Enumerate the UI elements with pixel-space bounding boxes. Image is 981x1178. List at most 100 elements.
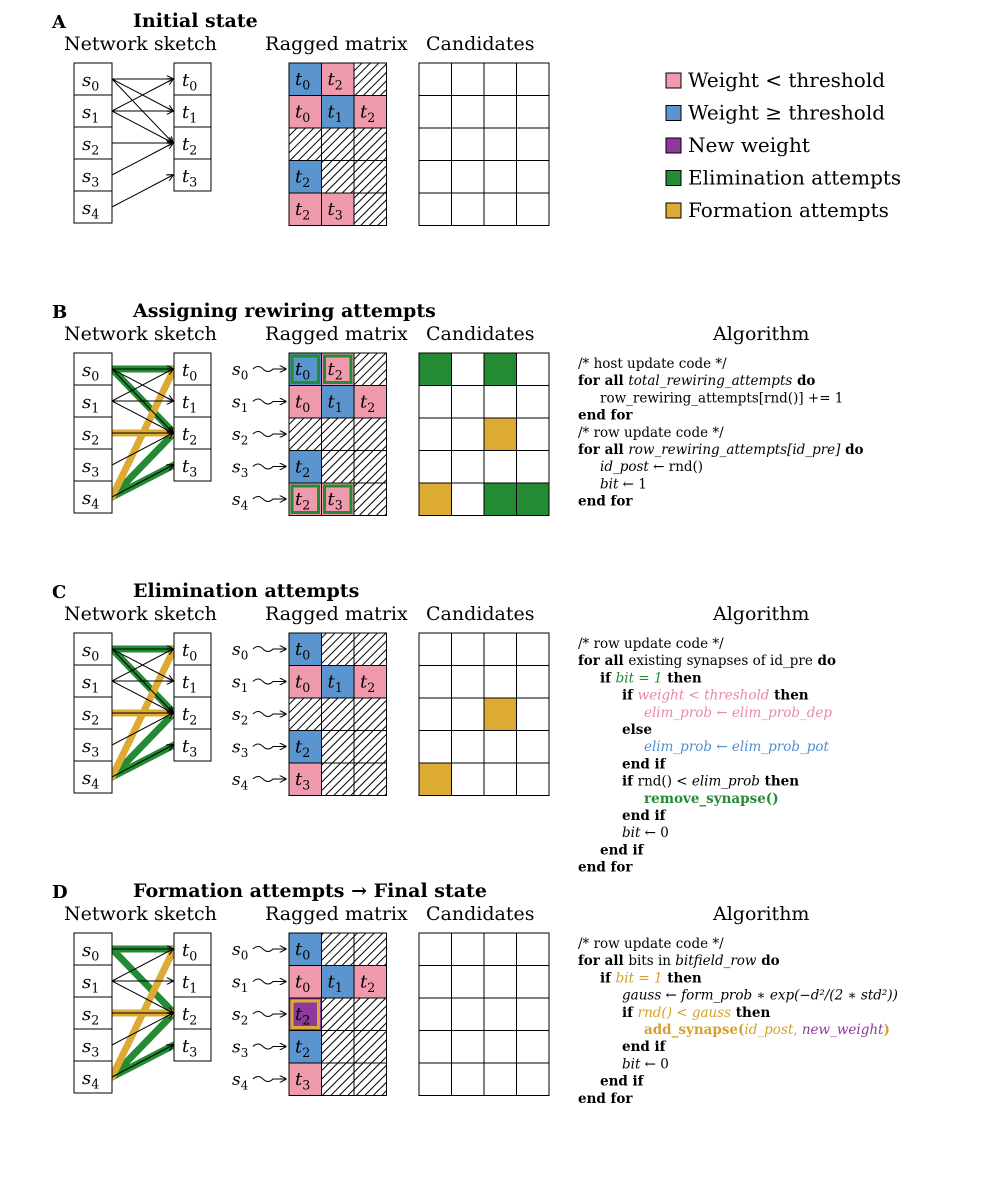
synapse-cell <box>288 932 322 966</box>
candidate-cell <box>418 965 452 999</box>
target-node-label: t0 <box>182 70 197 94</box>
row-label: s2 <box>232 1005 248 1027</box>
synapse-target-label: t2 <box>295 737 310 761</box>
row-label: s1 <box>232 973 248 995</box>
ragged-matrix-heading: Ragged matrix <box>265 903 408 925</box>
panel-title: Initial state <box>133 10 258 32</box>
legend-swatch <box>665 170 682 186</box>
candidate-cell <box>451 160 485 194</box>
candidate-cell <box>516 965 550 999</box>
algorithm-line: row_rewiring_attempts[rnd()] += 1 <box>600 390 843 406</box>
legend-swatch <box>665 202 682 219</box>
source-node <box>73 696 113 730</box>
algorithm-line: id_post ← rnd() <box>600 459 703 475</box>
synapse-target-label: t0 <box>295 359 310 383</box>
candidate-cell <box>516 192 550 226</box>
algorithm-heading: Algorithm <box>712 323 809 345</box>
synapse-target-label: t3 <box>328 199 343 223</box>
candidate-cell <box>451 482 485 516</box>
source-node-label: s0 <box>82 70 99 94</box>
target-node-label: t3 <box>182 456 197 480</box>
candidate-cell <box>483 997 517 1031</box>
target-node-label: t2 <box>182 134 197 158</box>
candidate-cell <box>418 62 452 96</box>
algorithm-line: end if <box>622 1039 667 1055</box>
row-label: s1 <box>232 393 248 415</box>
algorithm-heading: Algorithm <box>712 903 809 925</box>
row-label: s1 <box>232 673 248 695</box>
synapse-cell <box>288 482 322 516</box>
source-node <box>73 480 113 514</box>
candidates-heading: Candidates <box>426 603 534 625</box>
algorithm-line: /* row update code */ <box>578 636 724 652</box>
candidate-cell <box>451 450 485 484</box>
target-node-label: t2 <box>182 704 197 728</box>
attempt-ring <box>323 484 353 514</box>
empty-slot <box>353 730 387 764</box>
synapse-cell <box>353 385 387 419</box>
candidate-cell <box>451 997 485 1031</box>
legend-label: Weight < threshold <box>688 68 885 92</box>
synapse-target-label: t3 <box>295 769 310 793</box>
row-pointer-arrow <box>252 947 286 952</box>
empty-slot <box>353 482 387 516</box>
empty-slot <box>321 1062 355 1096</box>
candidate-cell <box>483 62 517 96</box>
candidate-cell <box>418 1062 452 1096</box>
candidate-cell <box>516 730 550 764</box>
source-node <box>73 1060 113 1094</box>
synapse-cell <box>288 352 322 386</box>
legend-swatch <box>665 105 682 121</box>
empty-slot <box>353 417 387 451</box>
source-node <box>73 632 113 666</box>
target-node-label: t1 <box>182 672 197 696</box>
network-sketch-heading: Network sketch <box>64 323 217 345</box>
candidates-heading: Candidates <box>426 903 534 925</box>
target-node-label: t1 <box>182 102 197 126</box>
source-node <box>73 94 113 128</box>
empty-slot <box>353 192 387 226</box>
row-label: s2 <box>232 425 248 447</box>
target-node-label: t0 <box>182 940 197 964</box>
empty-slot <box>353 62 387 96</box>
attempt-ring <box>290 484 320 514</box>
synapse-cell <box>288 62 322 96</box>
algorithm-line: for all bits in bitfield_row do <box>578 953 780 969</box>
synapse-target-label: t2 <box>295 457 310 481</box>
source-node-label: s1 <box>82 972 99 996</box>
attempt-ring <box>323 354 353 384</box>
candidate-cell <box>483 932 517 966</box>
source-node-label: s2 <box>82 704 99 728</box>
empty-slot <box>353 127 387 161</box>
target-node-label: t3 <box>182 736 197 760</box>
candidate-cell <box>516 450 550 484</box>
synapse-edge <box>111 369 173 402</box>
empty-slot <box>288 417 322 451</box>
legend-label: Formation attempts <box>688 198 889 222</box>
target-node-label: t3 <box>182 1036 197 1060</box>
candidate-cell <box>418 932 452 966</box>
empty-slot <box>288 697 322 731</box>
source-node <box>73 964 113 998</box>
row-pointer-arrow <box>252 744 286 749</box>
synapse-edge <box>111 713 173 746</box>
algorithm-line: end if <box>600 842 645 858</box>
empty-slot <box>321 762 355 796</box>
candidates-grid <box>418 632 550 796</box>
row-label: s0 <box>232 360 248 382</box>
candidates-heading: Candidates <box>426 323 534 345</box>
algorithm-line: /* row update code */ <box>578 936 724 952</box>
elimination-edge <box>108 429 178 501</box>
candidate-cell <box>516 385 550 419</box>
candidate-cell <box>483 697 517 731</box>
candidates-heading: Candidates <box>426 33 534 55</box>
source-node-label: s2 <box>82 424 99 448</box>
algorithm-line: bit ← 0 <box>622 825 669 841</box>
candidate-cell <box>451 1062 485 1096</box>
ragged-matrix-heading: Ragged matrix <box>265 603 408 625</box>
algorithm-line: end for <box>578 494 633 510</box>
empty-slot <box>321 417 355 451</box>
source-node <box>73 760 113 794</box>
candidate-cell <box>516 932 550 966</box>
